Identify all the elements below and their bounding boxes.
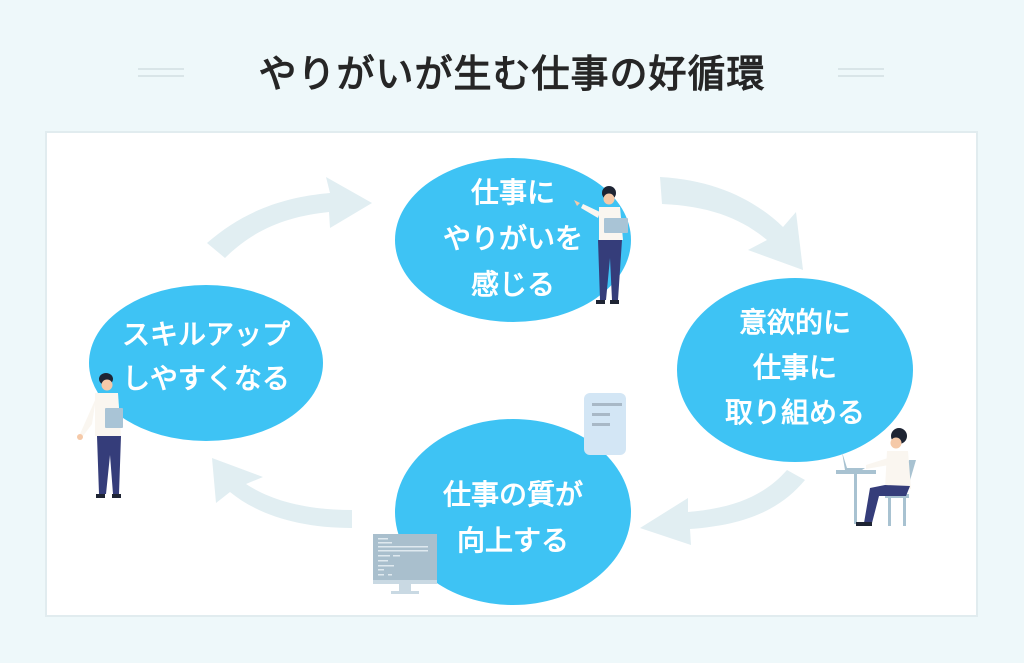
step-top-line-2: やりがいを xyxy=(442,222,583,255)
arrow-left-to-top xyxy=(207,177,372,258)
title-decoration-left xyxy=(138,68,184,78)
monitor-icon xyxy=(373,534,437,594)
person-holding-book-icon xyxy=(77,373,123,498)
bubble-bottom xyxy=(395,419,631,605)
bubble-right xyxy=(677,278,913,462)
title-decoration-right xyxy=(838,68,884,78)
step-right-line-1: 意欲的に xyxy=(738,306,851,339)
step-right-line-3: 取り組める xyxy=(724,396,865,429)
header: やりがいが生む仕事の好循環 xyxy=(0,44,1024,104)
step-left-line-2: しやすくなる xyxy=(122,362,290,395)
person-at-laptop-icon xyxy=(836,428,916,526)
bubble-top xyxy=(395,158,631,322)
step-right-text: 意欲的に 仕事に 取り組める xyxy=(695,300,895,435)
arrow-right-to-bottom xyxy=(640,470,805,545)
arrow-bottom-to-left xyxy=(212,458,352,528)
page-title: やりがいが生む仕事の好循環 xyxy=(258,52,766,96)
step-bottom-text: 仕事の質が 向上する xyxy=(408,472,618,564)
bubble-left xyxy=(89,285,323,441)
step-left-text: スキルアップ しやすくなる xyxy=(96,313,316,401)
document-icon xyxy=(584,393,626,455)
step-bottom-line-1: 仕事の質が xyxy=(442,478,583,511)
person-pointing-icon xyxy=(574,186,628,304)
step-top-text: 仕事に やりがいを 感じる xyxy=(413,170,613,308)
step-top-line-3: 感じる xyxy=(470,268,555,301)
step-left-line-1: スキルアップ xyxy=(121,318,290,351)
step-bottom-line-2: 向上する xyxy=(456,524,569,557)
arrow-top-to-right xyxy=(660,177,803,270)
step-top-line-1: 仕事に xyxy=(470,176,555,209)
step-right-line-2: 仕事に xyxy=(752,351,837,384)
